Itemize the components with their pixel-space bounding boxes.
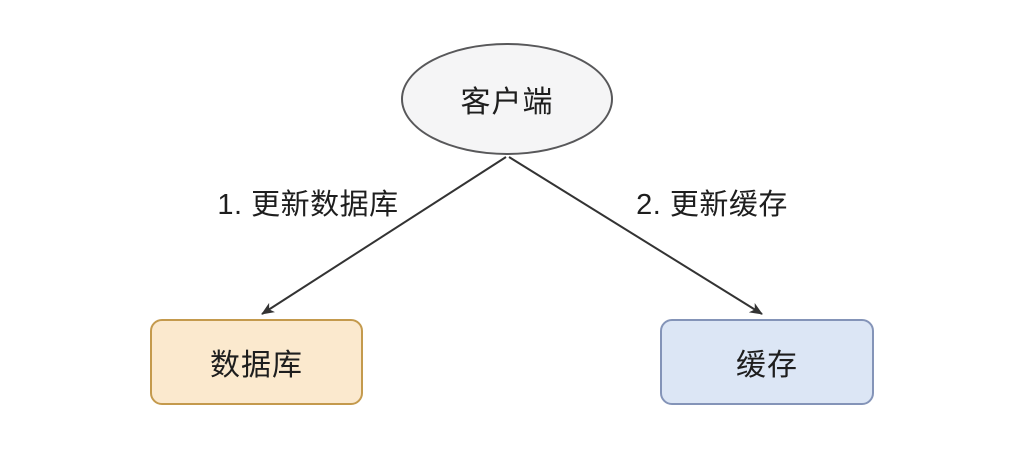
node-client: 客户端 bbox=[401, 43, 613, 155]
edge-label-update-database: 1. 更新数据库 bbox=[217, 189, 399, 221]
node-client-label: 客户端 bbox=[460, 86, 554, 119]
node-cache-label: 缓存 bbox=[736, 349, 798, 382]
node-cache: 缓存 bbox=[660, 319, 874, 405]
node-database: 数据库 bbox=[150, 319, 363, 405]
edge-label-update-cache: 2. 更新缓存 bbox=[636, 189, 788, 221]
node-database-label: 数据库 bbox=[210, 349, 303, 382]
